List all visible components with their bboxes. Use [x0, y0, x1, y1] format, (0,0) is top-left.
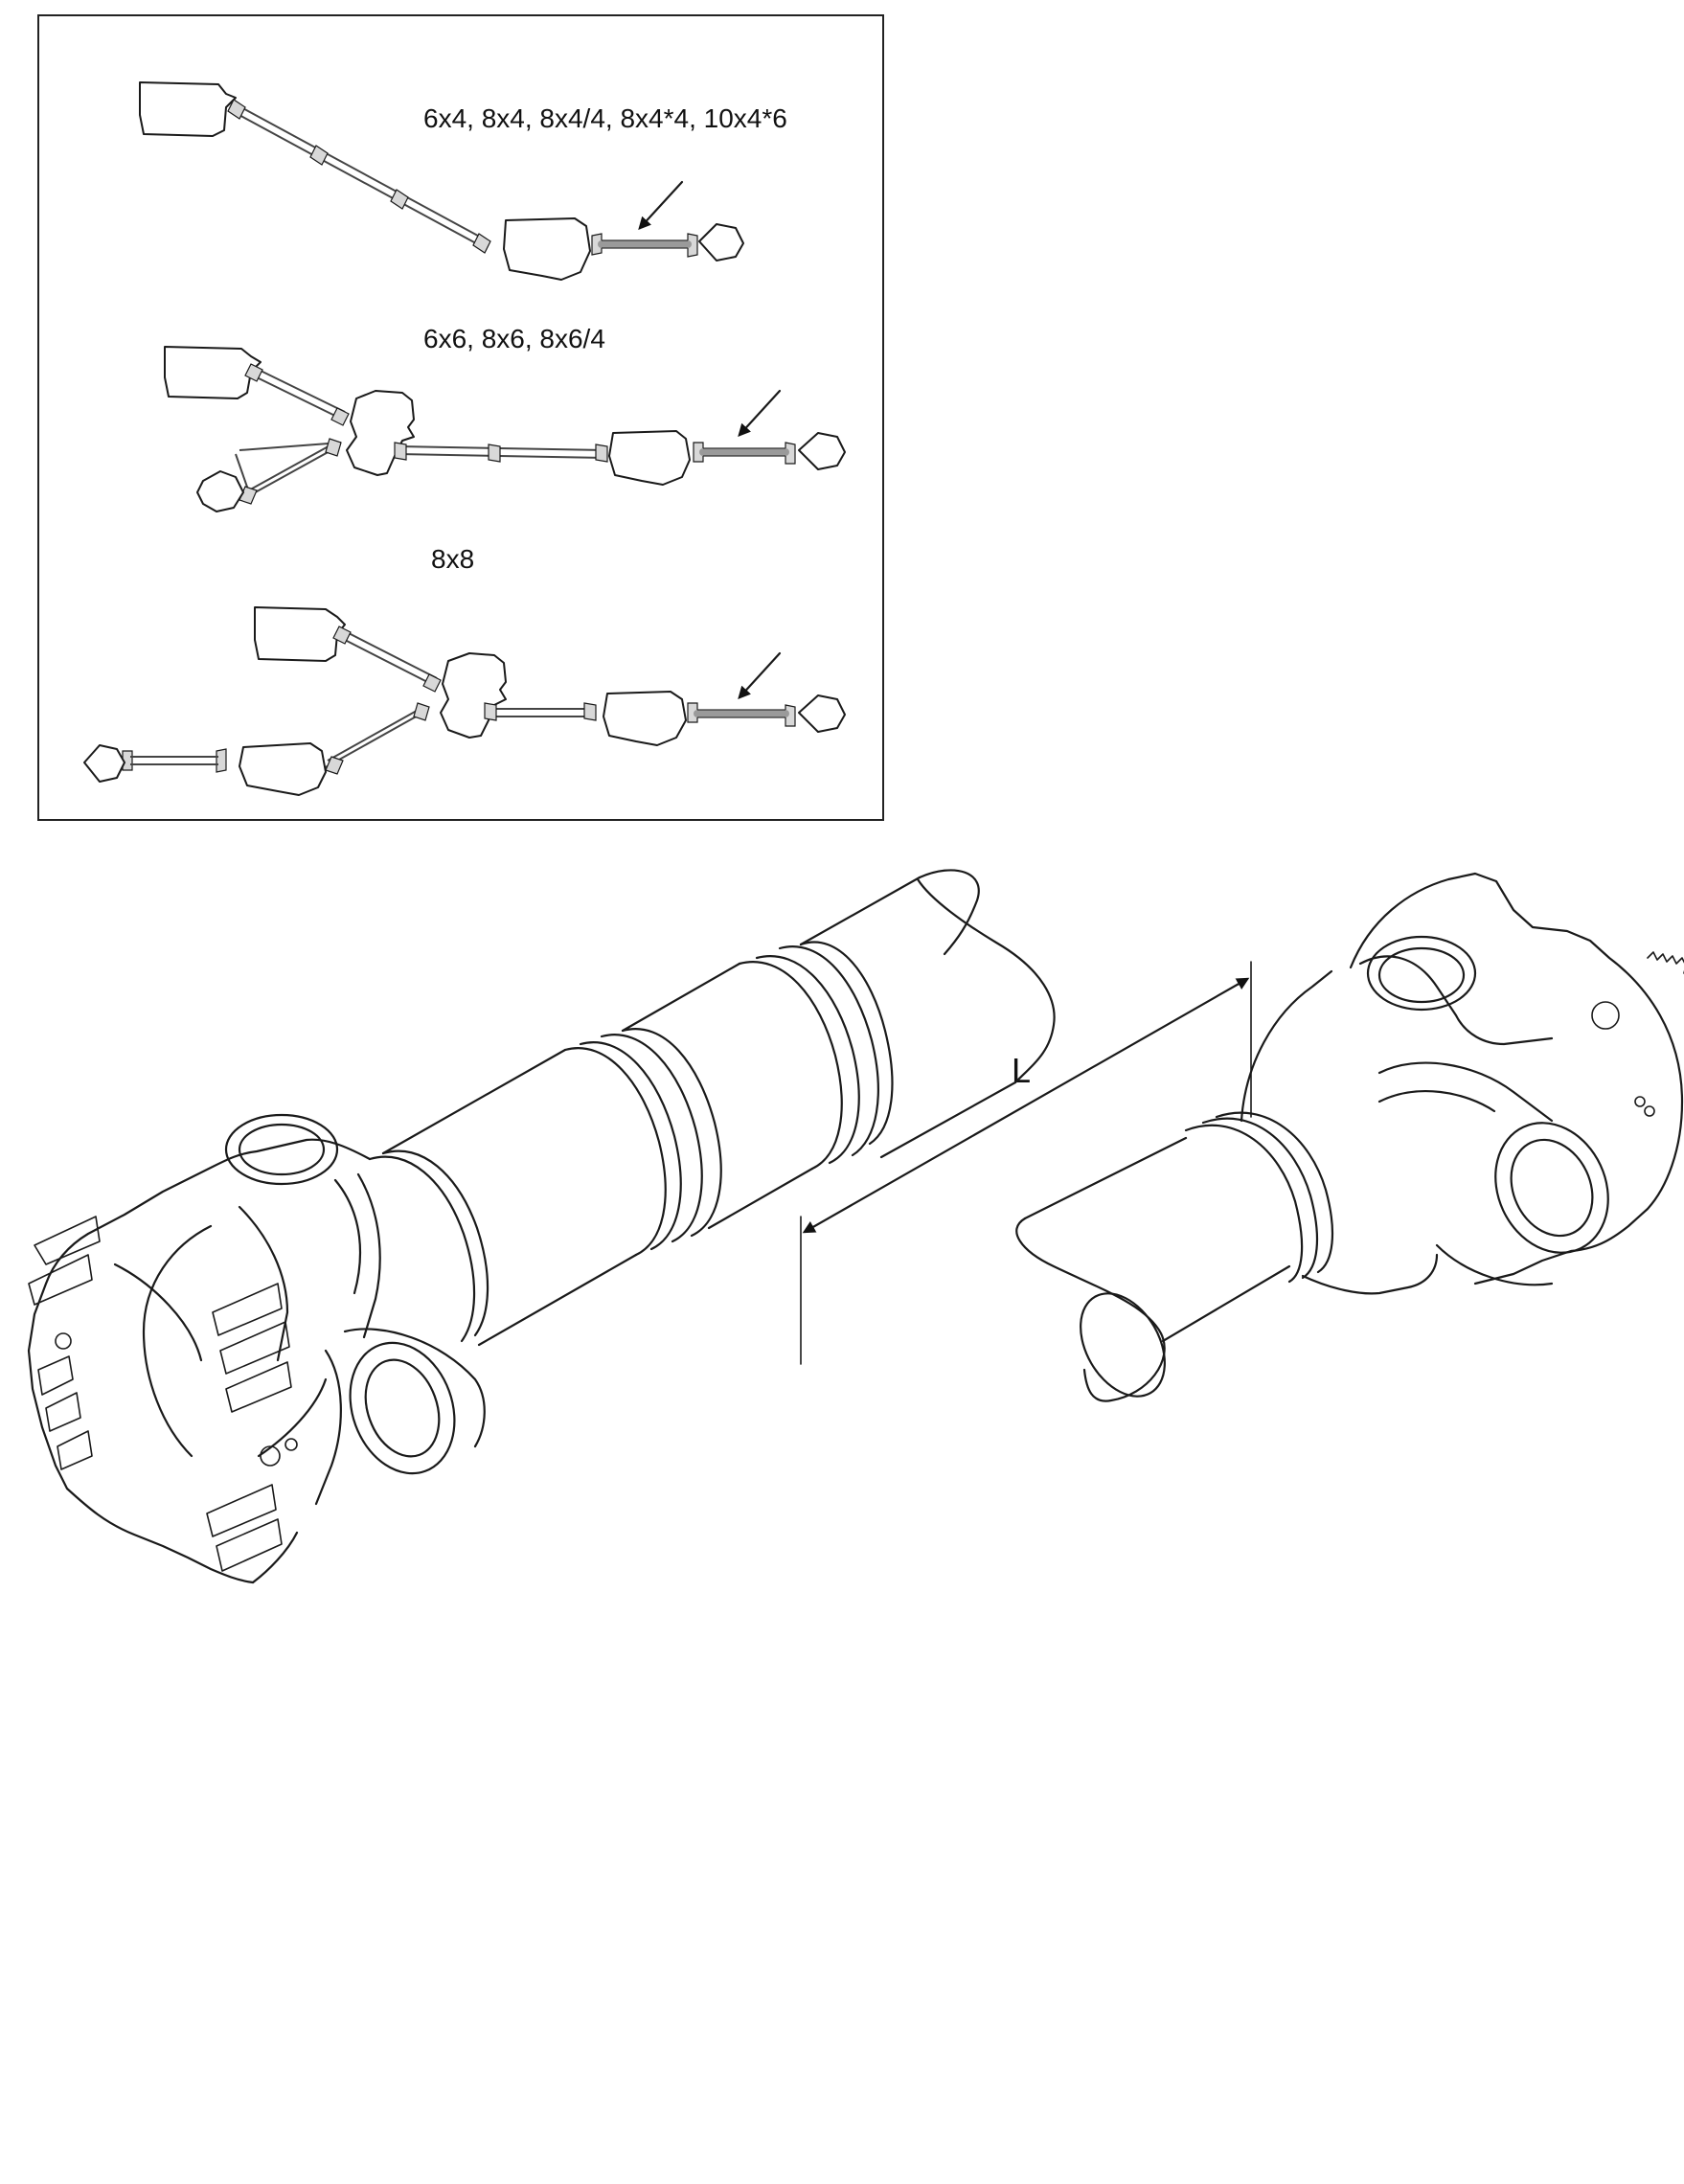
config-8x8-diagram: 8x8 [83, 544, 846, 796]
config-label-1: 6x4, 8x4, 8x4/4, 8x4*4, 10x4*6 [423, 103, 787, 133]
pointer-arrow-2 [738, 389, 782, 437]
rear-axle-2 [798, 694, 846, 733]
flange-yoke-upper [1349, 872, 1684, 1285]
rear-axle-2 [698, 223, 744, 262]
config-6x4-diagram: 6x4, 8x4, 8x4/4, 8x4*4, 10x4*6 [139, 81, 787, 281]
front-axle-1 [83, 744, 125, 783]
front-axle-2 [239, 742, 327, 796]
propeller-shaft-illustration: L [27, 869, 1684, 1584]
length-dimension: L [800, 961, 1252, 1365]
config-6x6-diagram: 6x6, 8x6, 8x6/4 [164, 324, 846, 512]
flange-teeth-upper [1647, 951, 1684, 974]
config-label-2: 6x6, 8x6, 8x6/4 [423, 324, 605, 353]
flange-teeth-lower-right [206, 1283, 292, 1572]
yoke-bore-side [1494, 1122, 1609, 1254]
inset-frame [37, 14, 884, 821]
spigot-end [1015, 1217, 1166, 1402]
spline-sleeve-tube [1015, 1111, 1334, 1402]
rear-axle-2 [798, 432, 846, 470]
inset-panel: 6x4, 8x4, 8x4/4, 8x4*4, 10x4*6 6x6, 8x6,… [37, 14, 884, 821]
config-label-3: 8x8 [431, 544, 474, 574]
engine-gearbox-block [254, 606, 346, 662]
pointer-arrow-1 [638, 180, 684, 230]
lower-universal-joint [27, 1113, 486, 1584]
rear-axle-1 [603, 691, 687, 746]
dimension-arrow [802, 977, 1250, 1234]
transfer-case [346, 390, 415, 476]
upper-universal-joint [1240, 872, 1684, 1295]
rear-axle-1 [503, 217, 591, 281]
rear-axle-1 [608, 430, 691, 486]
engine-gearbox-block [139, 81, 237, 137]
yoke-bore-upper [1366, 935, 1477, 1012]
pointer-arrow-3 [738, 651, 782, 699]
front-axle [196, 470, 244, 512]
tube-ring-2 [621, 1028, 722, 1238]
main-tube [368, 869, 1056, 1347]
tube-ring-1 [799, 941, 894, 1146]
flange-yoke-lower [27, 1138, 372, 1584]
yoke-bore-lower [224, 1113, 339, 1186]
flange-teeth-lower-left [28, 1216, 101, 1470]
transfer-case [440, 652, 507, 739]
engine-gearbox-block [164, 346, 262, 399]
